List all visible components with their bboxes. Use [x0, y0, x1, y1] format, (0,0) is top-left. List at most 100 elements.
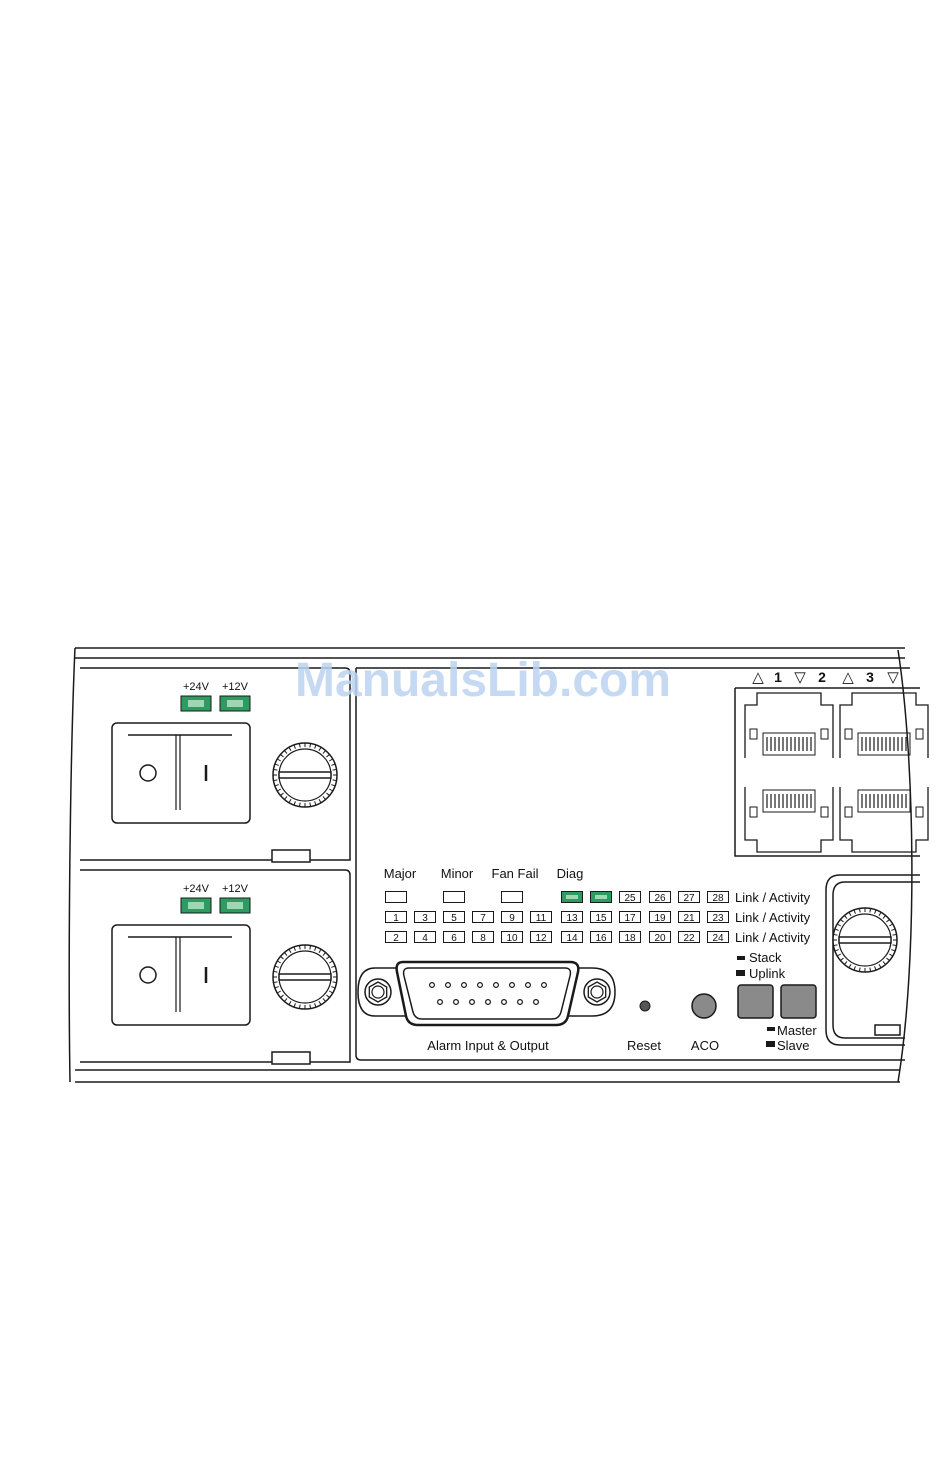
psu-led-highlight — [227, 902, 243, 909]
port-led: 21 — [679, 912, 700, 925]
port-number-label: 24 — [712, 933, 724, 944]
port-number-label: 9 — [509, 913, 515, 924]
port-number-label: 25 — [624, 893, 636, 904]
port-led: 23 — [708, 912, 729, 925]
status-led — [444, 892, 465, 903]
port-number-label: 6 — [451, 933, 457, 944]
hex-screw-icon — [365, 979, 391, 1005]
port-number-label: 16 — [595, 933, 607, 944]
aco-button[interactable] — [692, 994, 716, 1018]
rj45-port-number: 1 — [774, 669, 782, 685]
psu-led-highlight — [188, 902, 204, 909]
port-led: 10 — [502, 932, 523, 945]
link-activity-label: Link / Activity — [735, 910, 811, 925]
port-number-label: 27 — [683, 893, 695, 904]
port-led: 24 — [708, 932, 729, 945]
port-number-label: 23 — [712, 913, 724, 924]
rj45-arrow-icon: ▽ — [794, 669, 806, 686]
rj45-port[interactable] — [745, 787, 833, 852]
psu-module: +24V +12V — [112, 883, 337, 1025]
rj45-header-labels: △1▽2△3▽ — [752, 669, 899, 686]
master-label: Master — [777, 1023, 817, 1038]
port-led: 28 — [708, 892, 729, 905]
port-led: 3 — [415, 912, 436, 925]
port-led: 12 — [531, 932, 552, 945]
port-led: 1 — [386, 912, 407, 925]
port-led: 11 — [531, 912, 552, 925]
aco-label: ACO — [691, 1038, 719, 1053]
port-number-label: 8 — [480, 933, 486, 944]
port-led: 6 — [444, 932, 465, 945]
port-led: 13 — [562, 912, 583, 925]
thumbscrew-icon — [273, 743, 337, 807]
status-led-label: Minor — [441, 866, 474, 881]
rj45-arrow-icon: △ — [752, 669, 764, 686]
port-led: 2 — [386, 932, 407, 945]
reset-label: Reset — [627, 1038, 661, 1053]
rj45-port[interactable] — [745, 693, 833, 758]
port-number-label: 1 — [393, 913, 399, 924]
port-led: 7 — [473, 912, 494, 925]
port-led: 8 — [473, 932, 494, 945]
port-number-label: 10 — [506, 933, 518, 944]
port-led: 25 — [620, 892, 641, 905]
port-number-label: 14 — [566, 933, 578, 944]
port-led: 4 — [415, 932, 436, 945]
port-led: 15 — [591, 912, 612, 925]
port-number-label: 4 — [422, 933, 428, 944]
link-activity-label: Link / Activity — [735, 890, 811, 905]
link-activity-label: Link / Activity — [735, 930, 811, 945]
rj45-port-number: 2 — [818, 669, 826, 685]
port-number-label: 15 — [595, 913, 607, 924]
status-led-label: Diag — [557, 866, 584, 881]
thumbscrew-icon — [833, 908, 897, 972]
master-slave-button[interactable] — [781, 985, 816, 1018]
status-led — [502, 892, 523, 903]
port-number-label: 18 — [624, 933, 636, 944]
status-led-label: Fan Fail — [492, 866, 539, 881]
psu-led-label: +24V — [183, 681, 210, 693]
port-led: 26 — [650, 892, 671, 905]
status-led — [386, 892, 407, 903]
port-number-label: 22 — [683, 933, 695, 944]
diag-led — [591, 892, 612, 903]
reset-pinhole-button[interactable] — [640, 1001, 650, 1011]
watermark-text: ManualsLib.com — [295, 654, 671, 707]
port-number-label: 2 — [393, 933, 399, 944]
port-led: 22 — [679, 932, 700, 945]
port-number-label: 7 — [480, 913, 486, 924]
thumbscrew-icon — [273, 945, 337, 1009]
uplink-label: Uplink — [749, 966, 786, 981]
stack-label: Stack — [749, 950, 782, 965]
status-led-labels: Major Minor Fan Fail Diag — [384, 866, 584, 881]
alarm-db15-connector — [358, 962, 615, 1025]
port-led: 14 — [562, 932, 583, 945]
port-number-label: 13 — [566, 913, 578, 924]
port-led: 16 — [591, 932, 612, 945]
power-switch-frame — [112, 925, 250, 1025]
status-led-label: Major — [384, 866, 417, 881]
psu-led-label: +12V — [222, 883, 249, 895]
psu-led-label: +12V — [222, 681, 249, 693]
psu-led-highlight — [227, 700, 243, 707]
psu-led-highlight — [188, 700, 204, 707]
rj45-port[interactable] — [840, 693, 928, 758]
port-led: 5 — [444, 912, 465, 925]
port-number-label: 28 — [712, 893, 724, 904]
port-number-label: 5 — [451, 913, 457, 924]
rj45-port[interactable] — [840, 787, 928, 852]
rj45-port-number: 3 — [866, 669, 874, 685]
rj45-port-block — [735, 688, 928, 856]
psu-led-label: +24V — [183, 883, 210, 895]
port-number-label: 26 — [654, 893, 666, 904]
stack-uplink-button[interactable] — [738, 985, 773, 1018]
port-number-label: 12 — [535, 933, 547, 944]
slave-label: Slave — [777, 1038, 810, 1053]
port-number-label: 17 — [624, 913, 636, 924]
diag-led — [562, 892, 583, 903]
port-number-label: 19 — [654, 913, 666, 924]
rj45-arrow-icon: ▽ — [887, 669, 899, 686]
port-led: 17 — [620, 912, 641, 925]
